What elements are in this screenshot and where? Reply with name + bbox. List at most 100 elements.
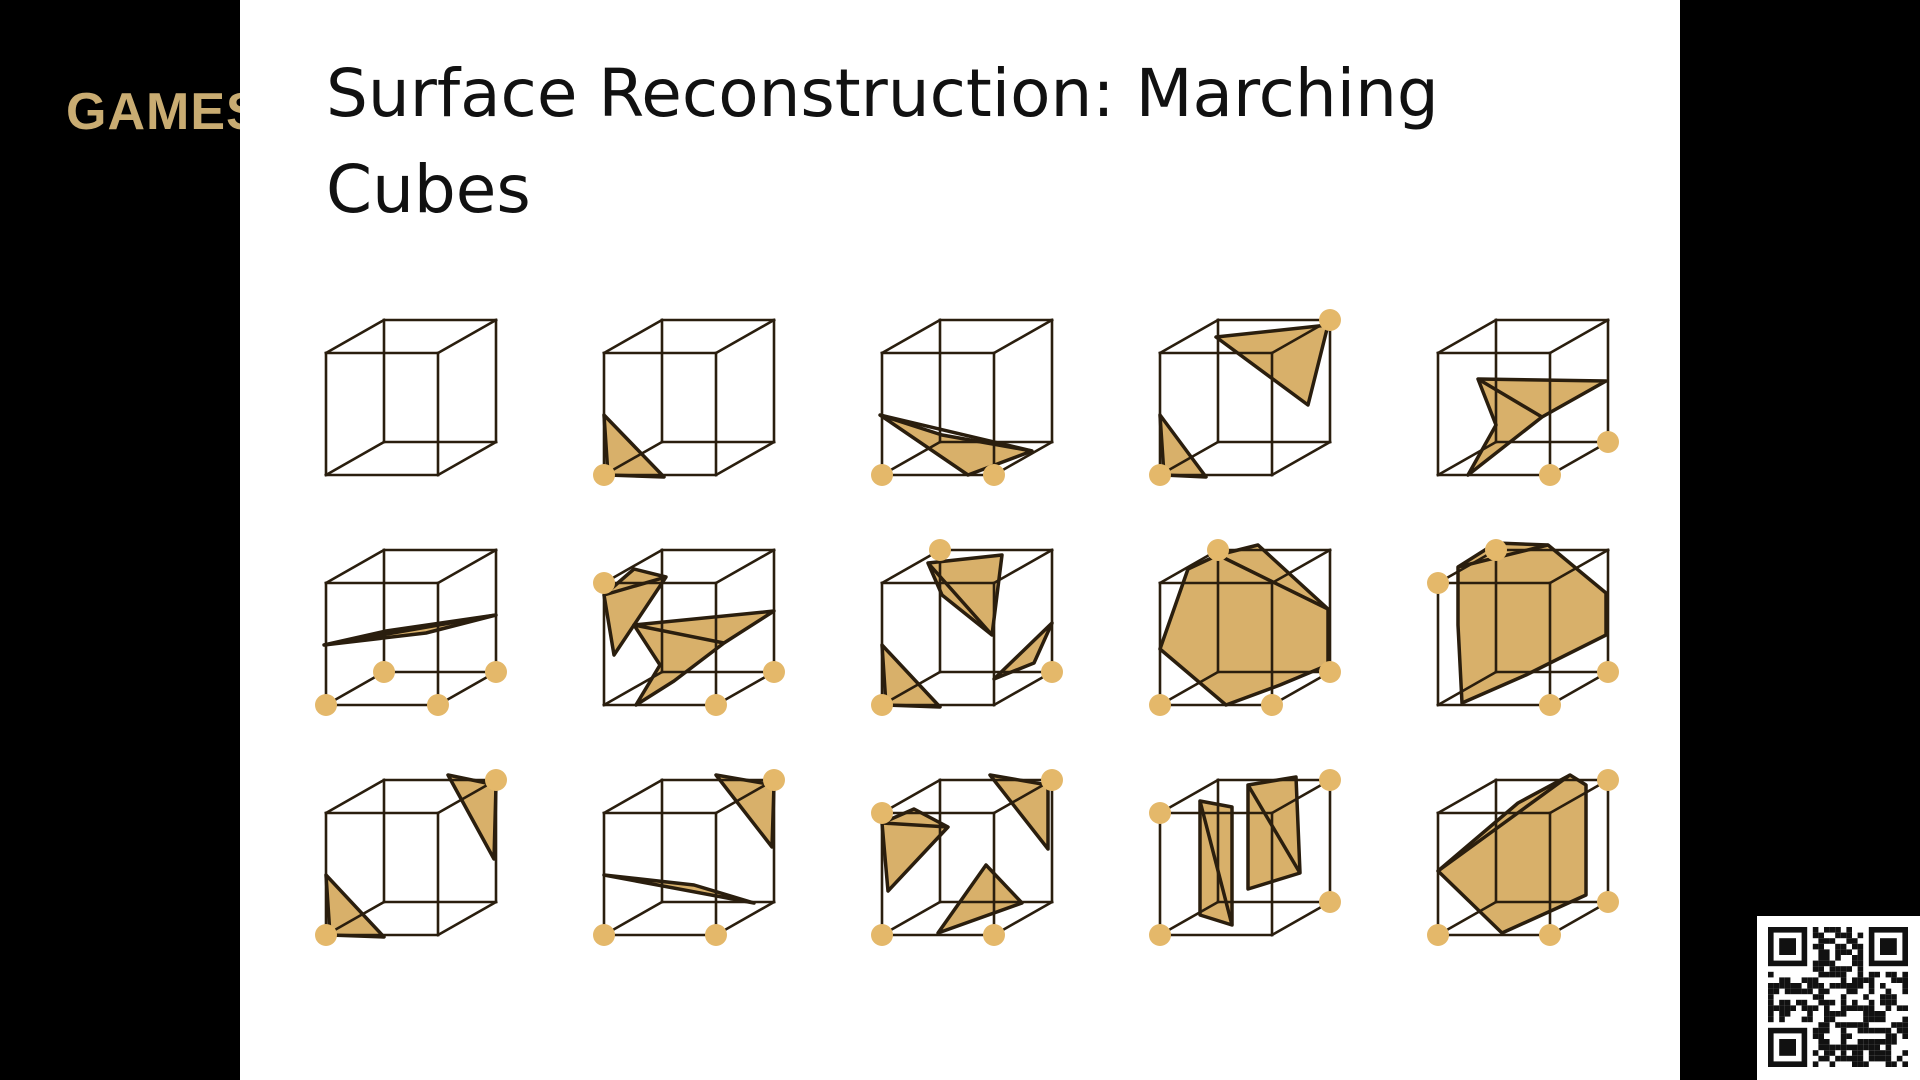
qr-module — [1812, 966, 1819, 972]
qr-module — [1852, 943, 1858, 950]
qr-module — [1768, 988, 1774, 995]
cube-edge — [1548, 778, 1610, 815]
qr-module — [1768, 971, 1774, 978]
qr-module — [1779, 1005, 1785, 1011]
qr-module — [1768, 1005, 1774, 1011]
case-2 — [593, 318, 776, 486]
cube-edge — [992, 778, 1054, 815]
cube-edge — [602, 548, 664, 585]
triangulation-edge — [603, 575, 667, 597]
qr-finder — [1779, 938, 1796, 955]
triangulation-edge — [633, 623, 725, 645]
qr-module — [1885, 999, 1892, 1006]
marked-vertex — [1597, 661, 1619, 683]
qr-module — [1868, 1055, 1875, 1062]
cube-edge — [436, 318, 498, 355]
marked-vertex — [871, 924, 893, 946]
qr-module — [1852, 938, 1858, 944]
cube-edge — [324, 900, 386, 937]
qr-module — [1784, 1005, 1791, 1011]
qr-module — [1852, 999, 1858, 1006]
qr-module — [1874, 1011, 1880, 1017]
marked-vertex — [1261, 694, 1283, 716]
cube-edge — [1158, 318, 1220, 355]
case-5 — [1436, 318, 1619, 486]
cube-edge — [436, 440, 498, 477]
case-4 — [1149, 309, 1341, 486]
qr-module — [1857, 943, 1864, 950]
qr-module — [1863, 977, 1869, 983]
triangulation-edge — [1198, 800, 1234, 926]
cube-edge — [1270, 778, 1332, 815]
qr-module — [1812, 932, 1819, 939]
qr-module — [1852, 1061, 1858, 1067]
qr-module — [1768, 999, 1774, 1006]
qr-module — [1812, 1033, 1819, 1039]
marked-vertex — [1539, 694, 1561, 716]
isosurface-patch — [1456, 541, 1608, 705]
qr-module — [1812, 960, 1819, 967]
triangulation-edge — [926, 561, 994, 637]
qr-module — [1829, 1050, 1836, 1056]
qr-module — [1796, 988, 1802, 995]
triangulation-edge — [881, 821, 949, 829]
qr-module — [1801, 977, 1808, 983]
qr-module — [1852, 1050, 1858, 1056]
qr-module — [1768, 1016, 1774, 1023]
cube-edge — [602, 670, 664, 707]
qr-module — [1840, 971, 1847, 978]
qr-module — [1779, 977, 1785, 983]
qr-module — [1818, 955, 1824, 961]
qr-module — [1891, 1033, 1897, 1039]
qr-module — [1891, 1061, 1897, 1067]
marked-vertex — [315, 694, 337, 716]
cube-edge — [880, 440, 942, 477]
qr-module — [1885, 1050, 1892, 1056]
qr-module — [1818, 988, 1824, 995]
qr-module — [1835, 1055, 1841, 1062]
qr-module — [1863, 1039, 1869, 1045]
qr-module — [1840, 949, 1847, 955]
marked-vertex — [1485, 539, 1507, 561]
qr-module — [1840, 1011, 1847, 1017]
qr-module — [1824, 1016, 1830, 1023]
qr-module — [1818, 971, 1824, 978]
qr-module — [1863, 1016, 1869, 1023]
qr-module — [1902, 1050, 1908, 1056]
case-11 — [315, 769, 507, 946]
qr-module — [1857, 1027, 1864, 1034]
qr-module — [1891, 971, 1897, 978]
qr-module — [1846, 1055, 1852, 1062]
qr-module — [1835, 971, 1841, 978]
qr-module — [1863, 1022, 1869, 1028]
qr-module — [1840, 1022, 1847, 1028]
qr-module — [1824, 1039, 1830, 1045]
qr-module — [1868, 971, 1875, 978]
case-14 — [1149, 769, 1341, 946]
qr-module — [1840, 1027, 1847, 1034]
qr-module — [1891, 994, 1897, 1000]
qr-module — [1857, 1005, 1864, 1011]
marked-vertex — [427, 694, 449, 716]
qr-module — [1857, 1055, 1864, 1062]
cube-edge — [714, 440, 776, 477]
qr-module — [1896, 1027, 1903, 1034]
qr-module — [1784, 988, 1791, 995]
marked-vertex — [1041, 769, 1063, 791]
qr-module — [1846, 927, 1852, 933]
qr-module — [1846, 988, 1852, 995]
qr-module — [1818, 1033, 1824, 1039]
qr-module — [1846, 932, 1852, 939]
qr-module — [1857, 966, 1864, 972]
cube-edge — [1436, 778, 1498, 815]
qr-module — [1840, 999, 1847, 1006]
qr-module — [1852, 1044, 1858, 1051]
qr-module — [1812, 1061, 1819, 1067]
cube-edge — [324, 318, 386, 355]
qr-module — [1818, 1022, 1824, 1028]
marching-cubes-cases-diagram — [315, 309, 1619, 946]
qr-module — [1835, 1044, 1841, 1051]
qr-module — [1857, 932, 1864, 939]
qr-module — [1784, 977, 1791, 983]
isosurface-patch — [880, 807, 950, 893]
